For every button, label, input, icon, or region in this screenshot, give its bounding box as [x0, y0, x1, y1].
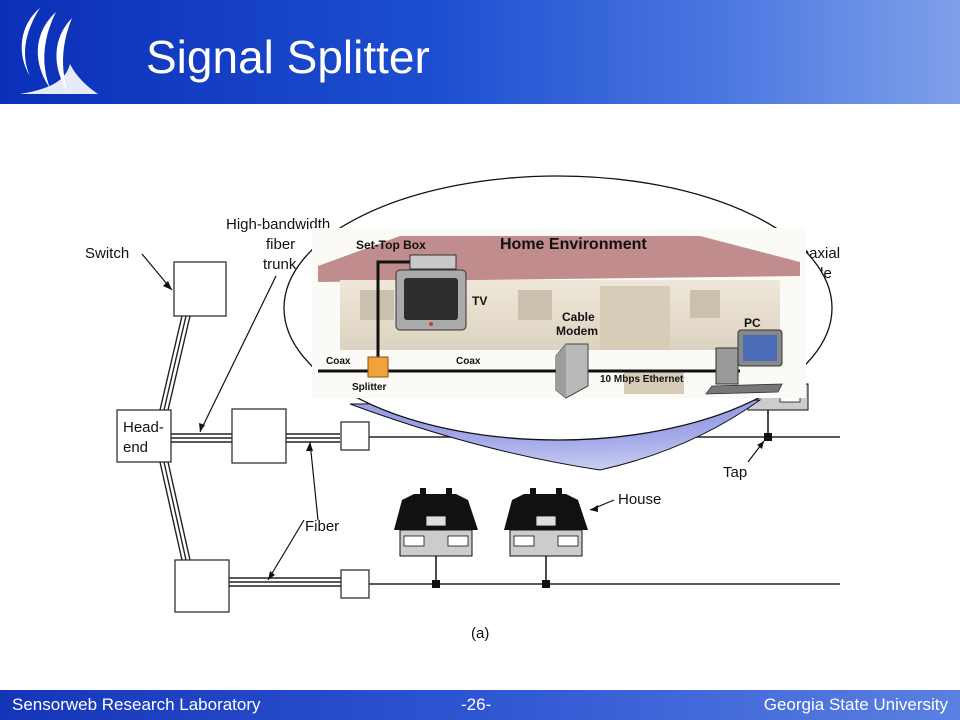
fiber-label: Fiber	[305, 518, 339, 535]
pc-icon	[705, 329, 783, 395]
footer-bar: Sensorweb Research Laboratory -26- Georg…	[0, 690, 960, 720]
tv-icon	[395, 269, 467, 331]
splitter-label: Splitter	[352, 382, 387, 393]
figure-caption: (a)	[471, 625, 489, 642]
fiber-node-bottom	[340, 569, 370, 599]
cable-modem-label-line2: Modem	[556, 324, 598, 338]
trunk-label-line3: trunk	[263, 256, 297, 273]
tap-icon	[764, 433, 772, 441]
pc-label: PC	[744, 316, 761, 330]
house-label: House	[618, 491, 661, 508]
headend-label-line1: Head-	[123, 419, 164, 436]
arrowhead	[199, 423, 205, 432]
cable-modem-label-line1: Cable	[562, 310, 595, 324]
footer-university: Georgia State University	[763, 695, 948, 714]
tap-label: Tap	[723, 464, 747, 481]
switch-box-bottom	[174, 559, 230, 613]
arrowhead	[163, 281, 172, 290]
arrowhead	[306, 442, 313, 451]
switch-box-middle	[231, 408, 287, 464]
footer-lab-name: Sensorweb Research Laboratory	[12, 695, 261, 714]
footer-page-number: -26-	[461, 695, 492, 714]
fiber-node-middle	[340, 421, 370, 451]
trunk-label-line1: High-bandwidth	[226, 216, 330, 233]
set-top-box-icon	[409, 254, 457, 270]
headend-label-line2: end	[123, 439, 148, 456]
house-icon	[394, 488, 478, 588]
gsu-flame-logo-icon	[20, 8, 98, 94]
switch-label: Switch	[85, 245, 129, 262]
title-bar: Signal Splitter	[0, 0, 960, 104]
arrowhead	[757, 441, 764, 449]
tv-label: TV	[472, 294, 487, 308]
splitter-icon	[367, 356, 389, 378]
home-environment-callout: Home Environment Set-Top Box TV Cable Mo…	[283, 175, 833, 471]
coax-right-label: Coax	[456, 356, 481, 367]
arrowhead	[590, 505, 598, 512]
house-icon	[504, 488, 588, 588]
trunk-label-line2: fiber	[266, 236, 295, 253]
arrowhead	[268, 571, 275, 580]
headend-box	[116, 409, 172, 463]
home-environment-title: Home Environment	[500, 236, 647, 253]
slide-title: Signal Splitter	[146, 31, 430, 83]
ethernet-label: 10 Mbps Ethernet	[600, 374, 684, 385]
set-top-box-label: Set-Top Box	[356, 238, 426, 252]
cable-network-diagram: Switch High-bandwidth fiber trunk Coaxia…	[85, 175, 840, 642]
label-arrows	[141, 253, 765, 581]
cable-modem-icon	[555, 343, 589, 399]
switch-box-top	[173, 261, 227, 317]
coax-left-label: Coax	[326, 356, 351, 367]
